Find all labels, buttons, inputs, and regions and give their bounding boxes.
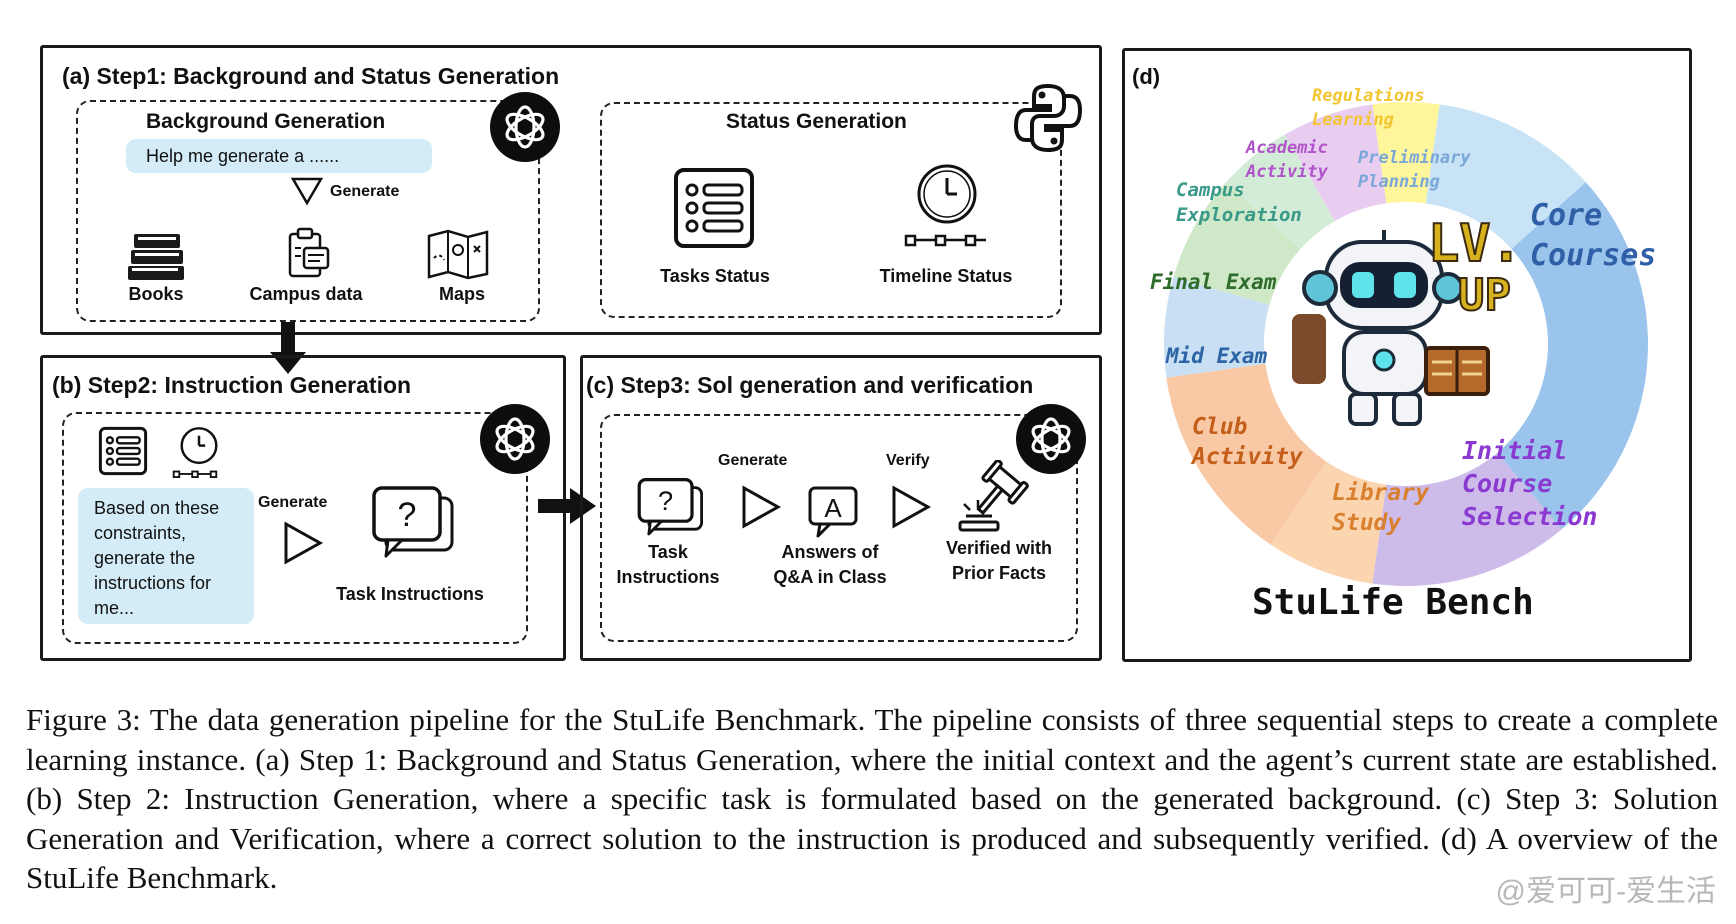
timeline-clock-icon [172, 427, 218, 478]
solution-verification-box [600, 414, 1078, 642]
instruction-generate-label: Generate [258, 494, 328, 511]
svg-text:?: ? [398, 496, 417, 534]
play-arrow-icon [742, 485, 782, 529]
background-generate-label: Generate [330, 183, 400, 200]
tasks-status-icon [674, 168, 754, 248]
background-generation-title: Background Generation [146, 110, 386, 133]
books-label: Books [128, 284, 184, 304]
verified-label: Verified with Prior Facts [945, 538, 1053, 583]
instruction-prompt-bubble: Based on these constraints, generate the… [78, 488, 254, 624]
segment-label-library: Library Study [1332, 480, 1429, 536]
play-arrow-icon [284, 521, 324, 565]
gavel-icon [958, 460, 1029, 532]
panel-d-tag: (d) [1132, 64, 1161, 89]
watermark: @爱可可-爱生活 [1495, 875, 1716, 908]
task-question-icon: ? [637, 478, 703, 536]
question-bubble-icon: ? [372, 486, 454, 558]
level-up-badge-lv: LV. [1427, 213, 1523, 275]
segment-label-preliminary: Preliminary Planning [1358, 148, 1471, 192]
background-prompt-bubble: Help me generate a ...... [126, 139, 432, 173]
openai-logo-icon [1016, 404, 1086, 474]
openai-logo-icon [490, 92, 560, 162]
tasks-status-label: Tasks Status [660, 266, 770, 286]
segment-label-mid-exam: Mid Exam [1166, 344, 1268, 368]
panel-b-title: (b) Step2: Instruction Generation [52, 372, 412, 398]
panel-a-frame [40, 45, 1102, 335]
openai-logo-icon [480, 404, 550, 474]
level-up-badge-up: UP [1457, 269, 1512, 322]
campus-data-label: Campus data [249, 284, 363, 304]
task-instructions-output-label: Task Instructions [336, 584, 484, 604]
verify-label: Verify [886, 452, 930, 469]
segment-label-core-courses: Core Courses [1530, 198, 1657, 273]
tasks-list-icon [98, 426, 148, 476]
answers-label: Answers of Q&A in Class [773, 542, 887, 587]
campus-data-icon [288, 227, 330, 278]
stulife-bench-title: StuLife Bench [1252, 582, 1534, 623]
timeline-status-label: Timeline Status [879, 266, 1013, 286]
segment-label-initial-course: Initial Course Selection [1462, 436, 1598, 531]
robot-mascot-icon [1292, 230, 1490, 426]
segment-label-regulations: Regulations Learning [1312, 86, 1425, 130]
map-icon [427, 229, 489, 280]
segment-label-club: Club Activity [1192, 414, 1303, 470]
svg-text:?: ? [658, 485, 673, 516]
segment-label-campus: Campus Exploration [1176, 179, 1302, 226]
instruction-generation-box [62, 412, 528, 644]
segment-label-academic: Academic Activity [1246, 138, 1328, 182]
panel-a-title: (a) Step1: Background and Status Generat… [62, 63, 560, 89]
panel-c-frame [580, 355, 1102, 661]
panel-d-frame [1122, 48, 1692, 662]
svg-text:A: A [824, 493, 842, 523]
timeline-status-icon [904, 164, 986, 247]
background-generation-box [76, 100, 540, 322]
segment-label-final-exam: Final Exam [1150, 270, 1277, 294]
generate-triangle-icon [290, 177, 324, 206]
maps-label: Maps [438, 284, 485, 304]
status-generation-box [600, 102, 1062, 318]
arrow-right-icon [538, 488, 596, 524]
books-icon [128, 234, 184, 280]
panel-c-title: (c) Step3: Sol generation and verificati… [586, 372, 1034, 398]
play-arrow-icon [892, 485, 932, 529]
figure-caption: Figure 3: The data generation pipeline f… [26, 702, 1718, 895]
answer-bubble-icon: A [808, 486, 858, 538]
python-logo-icon [1013, 83, 1083, 153]
solution-generate-label: Generate [718, 452, 788, 469]
task-instructions-label: Task Instructions [616, 542, 720, 587]
status-generation-title: Status Generation [726, 110, 907, 133]
